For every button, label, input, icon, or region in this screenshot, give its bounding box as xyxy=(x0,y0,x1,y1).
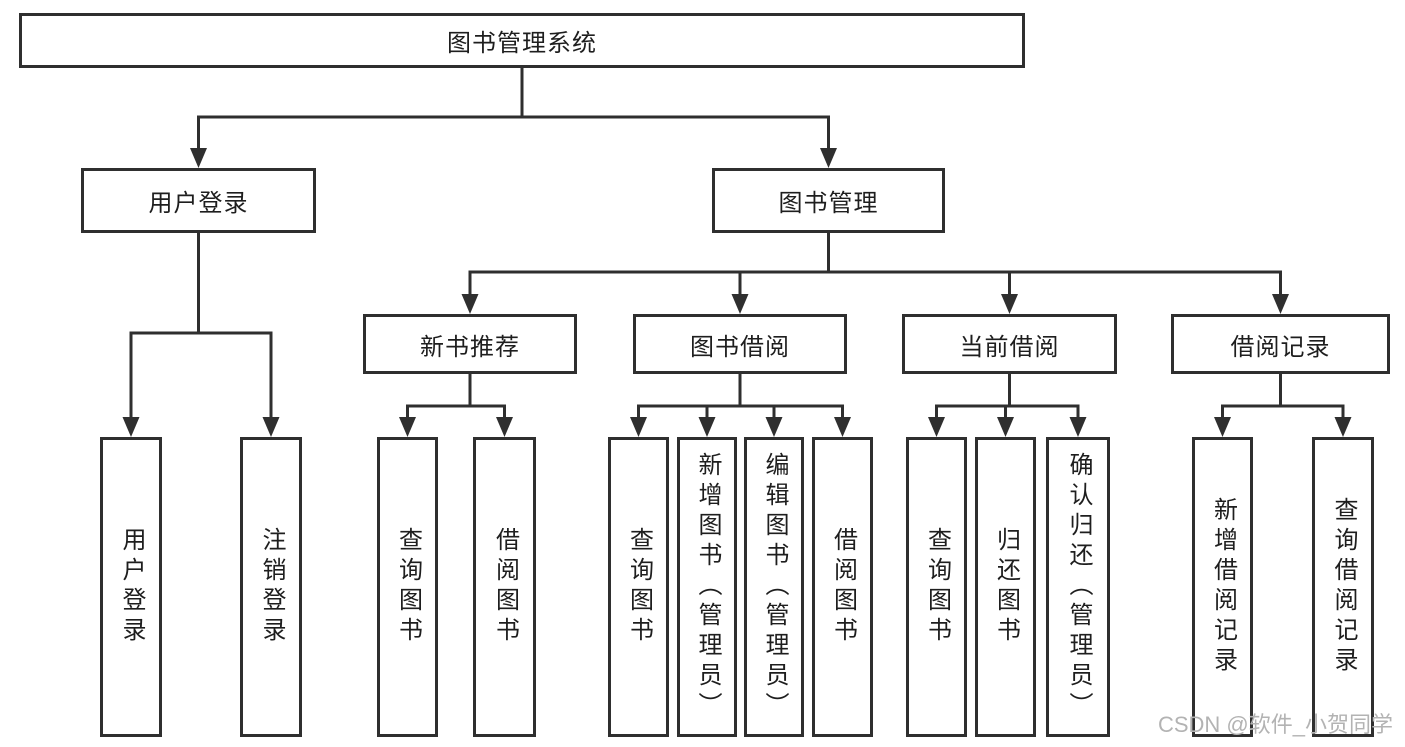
leaf-records-add-record-label: 新增借阅记录 xyxy=(1209,497,1237,677)
leaf-records-add-record: 新增借阅记录 xyxy=(1192,437,1253,737)
leaf-lending-query-books: 查询图书 xyxy=(608,437,669,737)
node-current-lending-label: 当前借阅 xyxy=(959,333,1060,361)
leaf-current-query-books-label: 查询图书 xyxy=(923,527,951,647)
leaf-logout-label: 注销登录 xyxy=(258,527,285,647)
leaf-lending-edit-books-admin-label: 编辑图书（管理员） xyxy=(761,452,788,722)
leaf-lending-add-books-admin: 新增图书（管理员） xyxy=(677,437,737,737)
leaf-records-query-record: 查询借阅记录 xyxy=(1312,437,1374,737)
leaf-current-confirm-return-admin: 确认归还（管理员） xyxy=(1046,437,1110,737)
node-new-book-recommend: 新书推荐 xyxy=(363,314,577,374)
leaf-current-confirm-return-admin-label: 确认归还（管理员） xyxy=(1065,452,1092,722)
leaf-records-query-record-label: 查询借阅记录 xyxy=(1330,497,1357,677)
leaf-current-return-books: 归还图书 xyxy=(975,437,1036,737)
leaf-logout: 注销登录 xyxy=(240,437,302,737)
node-current-lending: 当前借阅 xyxy=(902,314,1117,374)
node-user-login: 用户登录 xyxy=(81,168,316,233)
node-book-lending: 图书借阅 xyxy=(633,314,847,374)
leaf-lending-query-books-label: 查询图书 xyxy=(625,527,653,647)
leaf-lending-borrow-books-label: 借阅图书 xyxy=(829,527,857,647)
node-user-login-label: 用户登录 xyxy=(148,190,249,217)
leaf-recommend-query-books-label: 查询图书 xyxy=(394,527,422,647)
leaf-recommend-borrow-books: 借阅图书 xyxy=(473,437,536,737)
node-book-management: 图书管理 xyxy=(712,168,945,233)
leaf-lending-add-books-admin-label: 新增图书（管理员） xyxy=(694,452,721,722)
node-book-lending-label: 图书借阅 xyxy=(690,333,790,361)
node-book-management-label: 图书管理 xyxy=(778,190,879,217)
leaf-recommend-borrow-books-label: 借阅图书 xyxy=(491,527,519,647)
leaf-current-return-books-label: 归还图书 xyxy=(992,527,1020,647)
leaf-lending-borrow-books: 借阅图书 xyxy=(812,437,873,737)
leaf-current-query-books: 查询图书 xyxy=(906,437,967,737)
node-lending-records: 借阅记录 xyxy=(1171,314,1390,374)
node-root-system: 图书管理系统 xyxy=(19,13,1025,68)
leaf-user-login-label: 用户登录 xyxy=(118,527,145,647)
node-root-system-label: 图书管理系统 xyxy=(447,30,597,57)
leaf-lending-edit-books-admin: 编辑图书（管理员） xyxy=(744,437,804,737)
node-new-book-recommend-label: 新书推荐 xyxy=(420,333,520,361)
leaf-recommend-query-books: 查询图书 xyxy=(377,437,438,737)
watermark-text: CSDN @软件_小贺同学 xyxy=(1157,712,1393,737)
node-lending-records-label: 借阅记录 xyxy=(1230,333,1331,361)
leaf-user-login: 用户登录 xyxy=(100,437,162,737)
